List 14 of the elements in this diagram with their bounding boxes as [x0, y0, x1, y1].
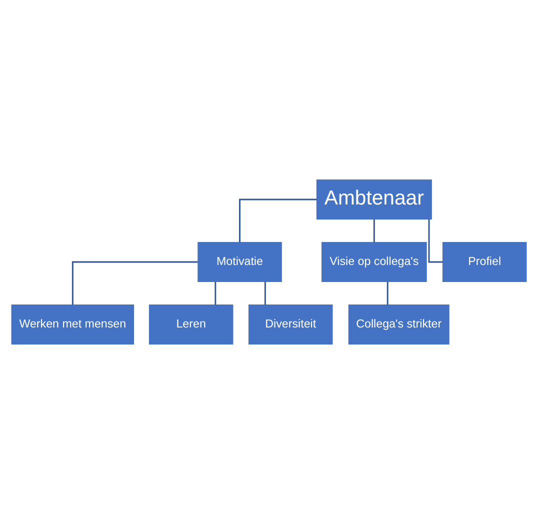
node-box: Leren — [148, 304, 234, 344]
connector — [386, 282, 388, 305]
node-box: Diversiteit — [248, 304, 333, 344]
node-box: Visie op collega's — [322, 242, 427, 282]
connector — [72, 261, 198, 305]
node-box: Collega's strikter — [348, 304, 450, 344]
connector — [239, 198, 317, 242]
connector — [264, 282, 266, 305]
connector — [214, 282, 216, 305]
node-box: Ambtenaar — [316, 180, 432, 220]
node-box: Werken met mensen — [11, 304, 134, 344]
node-box: Profiel — [442, 242, 527, 282]
node-box: Motivatie — [198, 242, 282, 282]
connector — [373, 219, 375, 242]
